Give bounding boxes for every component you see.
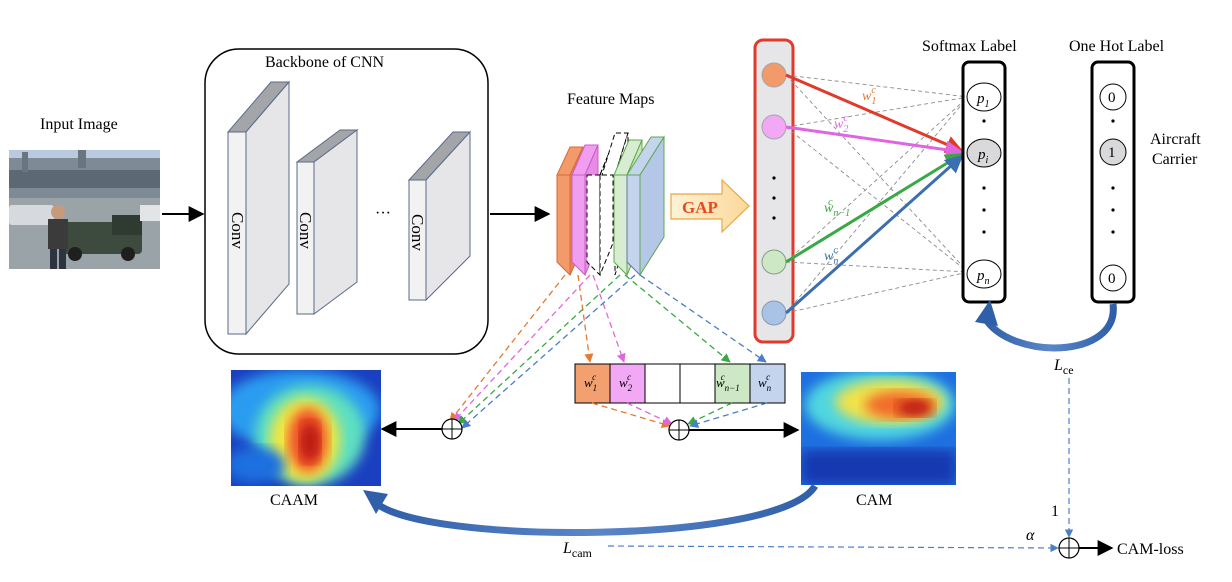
softmax-dot: [982, 186, 986, 190]
wn-to-cam-sum: [689, 402, 768, 429]
gap-dot: [772, 196, 776, 200]
softmax-p1: [966, 82, 1002, 112]
softmax-dot: [982, 208, 986, 212]
softmax-pn-text: pn: [976, 268, 990, 287]
input-image-photo: [9, 150, 160, 269]
cam-sum-node: [668, 419, 690, 441]
caam-heatmap: [231, 370, 381, 486]
lcam-to-loss-sum: [607, 543, 1059, 553]
weight-cell-w1: w1c: [584, 372, 597, 393]
one-hot-dot: [1111, 208, 1115, 212]
fc-dashed-connections: [785, 74, 969, 314]
cam-loss-label: CAM-loss: [1117, 541, 1184, 558]
gap-dot: [772, 176, 776, 180]
softmax-label-title: Softmax Label: [922, 38, 1017, 55]
lce-weight-label: 1: [1051, 503, 1059, 520]
lce-curve-arrowhead: [975, 300, 998, 326]
lce-curve: [981, 303, 1117, 352]
weight-cell-wn1: wn−1c: [716, 372, 740, 393]
fm-to-wn1-green: [624, 274, 731, 363]
feature-maps-stack: [556, 132, 665, 277]
fc-weight-line-n: [785, 154, 964, 315]
softmax-p1-text: p1: [976, 91, 990, 110]
conv-label-3: Conv: [408, 214, 427, 251]
weight-vector: [574, 363, 786, 404]
one-hot-0-bottom: [1099, 264, 1127, 292]
fm-to-caam-orange: [449, 274, 566, 422]
one-hot-1-text: 1: [1108, 145, 1116, 161]
gap-label: GAP: [682, 198, 718, 217]
softmax-pn: [966, 259, 1002, 289]
conv-label-1: Conv: [228, 212, 247, 249]
backbone-label: Backbone of CNN: [265, 54, 385, 71]
fc-weight-line-1: [785, 73, 964, 153]
loss-sum-node: [1058, 537, 1080, 559]
one-hot-dot: [1111, 186, 1115, 190]
gap-dot: [772, 216, 776, 220]
one-hot-dot: [1111, 230, 1115, 234]
lce-label: Lce: [1053, 357, 1074, 377]
caam-sum-node: [441, 418, 463, 440]
fc-weight-label-n: wnc: [824, 245, 838, 267]
one-hot-dot: [1111, 119, 1115, 123]
caam-label: CAAM: [270, 492, 318, 509]
cam-label: CAM: [856, 492, 892, 509]
class-name-line-2: Carrier: [1152, 151, 1198, 168]
fm-to-w1-orange: [577, 274, 594, 363]
fm-to-caam-blue: [461, 274, 636, 429]
gap-node-2: [761, 114, 787, 140]
one-hot-1: [1099, 138, 1127, 166]
softmax-vector: [961, 60, 1007, 304]
fc-weight-label-1: w1c: [862, 85, 876, 107]
softmax-pi-text: pi: [977, 147, 989, 166]
input-image-label: Input Image: [40, 116, 118, 133]
weight-cell-w2: w2c: [619, 372, 633, 393]
weight-cell-wn: wnc: [758, 372, 772, 393]
wn1-to-cam-sum: [687, 402, 733, 425]
w1-to-cam-sum: [591, 402, 671, 429]
one-hot-vector: [1090, 60, 1136, 304]
fc-weight-line-2: [785, 125, 964, 159]
lcam-curve-arrowhead: [363, 490, 388, 514]
conv-block-1: Conv: [226, 80, 291, 336]
fm-to-caam-pink: [453, 274, 591, 422]
gap-arrow: GAP: [670, 178, 750, 234]
one-hot-0-top: [1099, 83, 1127, 111]
lcam-weight-label: α: [1026, 527, 1035, 544]
gap-node-n: [761, 300, 787, 326]
fm-to-wn-blue: [639, 274, 767, 363]
cam-heatmap: [801, 372, 956, 485]
backbone-ellipsis: ···: [375, 205, 391, 222]
fc-weight-label-2: w2c: [834, 113, 848, 135]
fm-to-w2-pink: [592, 274, 626, 363]
softmax-dot: [982, 119, 986, 123]
w2-to-cam-sum: [626, 402, 673, 425]
gap-node-1: [761, 62, 787, 88]
conv-block-2: Conv: [295, 129, 359, 315]
lcam-curve: [372, 483, 819, 536]
one-hot-label-title: One Hot Label: [1069, 38, 1165, 55]
softmax-pi: [966, 138, 1002, 168]
gap-node-n-1: [761, 249, 787, 275]
softmax-dot: [982, 230, 986, 234]
fc-weight-line-n-1: [785, 152, 964, 264]
backbone-box: [204, 48, 489, 355]
fc-weight-label-n-1: wn−1c: [824, 197, 850, 219]
feature-maps-label: Feature Maps: [567, 91, 655, 108]
conv-block-3: Conv: [407, 130, 472, 302]
conv-label-2: Conv: [296, 212, 315, 249]
one-hot-0-top-text: 0: [1108, 90, 1116, 106]
one-hot-0-bottom-text: 0: [1108, 271, 1116, 287]
fm-to-caam-green: [457, 274, 621, 425]
lcam-label: Lcam: [562, 540, 593, 560]
class-name-line-1: Aircraft: [1150, 131, 1201, 148]
